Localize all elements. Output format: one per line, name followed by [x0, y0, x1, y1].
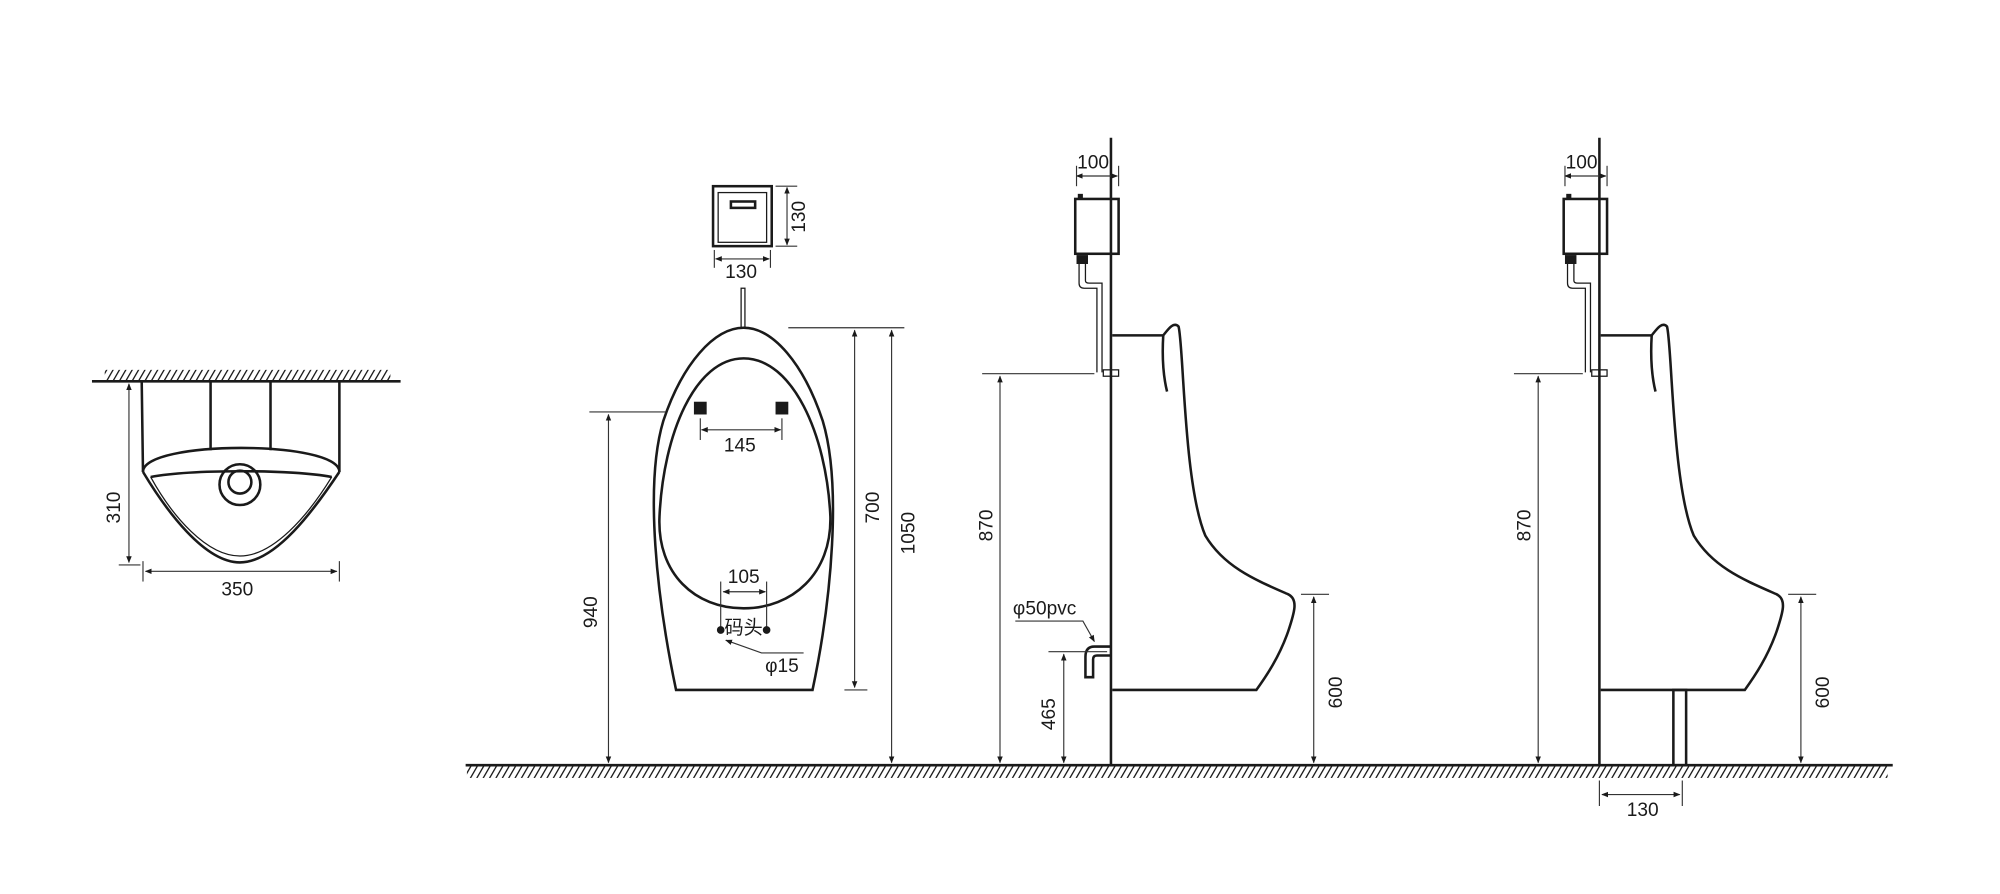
side-view-floor-drain: 100 870 600 130: [1513, 137, 1834, 821]
dim-width: 350: [221, 580, 253, 601]
dim-mount-height: 870: [1515, 509, 1536, 541]
urinal-profile: [1112, 323, 1296, 692]
sensor-box: [711, 184, 773, 248]
bowl-inner-rim: [150, 469, 332, 479]
dim-drain-offset: 130: [1627, 800, 1659, 821]
front-view: 130 130 145 105 码头 φ15 940 700 1050: [581, 184, 920, 764]
bowl-rim: [141, 446, 341, 473]
urinal-bowl-outline: [658, 357, 832, 610]
bolt-hole-left: [693, 401, 707, 415]
flush-tank: [1073, 197, 1120, 256]
dim-sensor-height: 130: [789, 201, 810, 233]
dim-hole-diameter: φ15: [765, 656, 799, 677]
urinal-body-outline: [652, 326, 835, 692]
floor-hatch: [466, 766, 1888, 778]
flush-pipe: [1078, 263, 1103, 373]
sensor-window-icon: [729, 200, 757, 210]
dim-outlet-spacing: 105: [728, 567, 760, 588]
dim-tank-offset: 100: [1077, 152, 1109, 173]
dim-rim-height: 600: [1813, 677, 1834, 709]
bolt-hole-right: [775, 401, 789, 415]
dim-rim-height: 600: [1326, 677, 1347, 709]
dim-total-height: 1050: [899, 512, 920, 555]
dim-depth: 310: [104, 492, 125, 524]
dim-mount-height: 940: [581, 596, 602, 628]
drain-pipe-label: φ50pvc: [1013, 599, 1077, 620]
side-profile: [1073, 137, 1296, 766]
side-profile: [1562, 137, 1785, 766]
mount-lines: [140, 381, 341, 472]
floor-drain-pipe: [1672, 688, 1688, 767]
ceiling-hatch: [104, 369, 391, 382]
top-view: 310 350: [91, 369, 401, 601]
dim-mount-height: 870: [976, 509, 997, 541]
dim-body-height: 700: [863, 492, 884, 524]
dim-sensor-width: 130: [725, 262, 757, 283]
dim-tank-offset: 100: [1566, 152, 1598, 173]
outlet-label: 码头: [725, 617, 763, 639]
side-view-wall-drain: 100 870 φ50pvc 465 600: [976, 137, 1347, 766]
drain-inner-icon: [227, 469, 253, 495]
dim-drain-height: 465: [1039, 698, 1060, 730]
drain-elbow: [1084, 645, 1111, 679]
drain-outer-icon: [218, 462, 262, 507]
dim-bolt-spacing: 145: [724, 435, 756, 456]
inlet-pipe: [740, 287, 746, 329]
bowl-inner-outline: [150, 476, 333, 557]
bowl-outline: [141, 471, 341, 564]
